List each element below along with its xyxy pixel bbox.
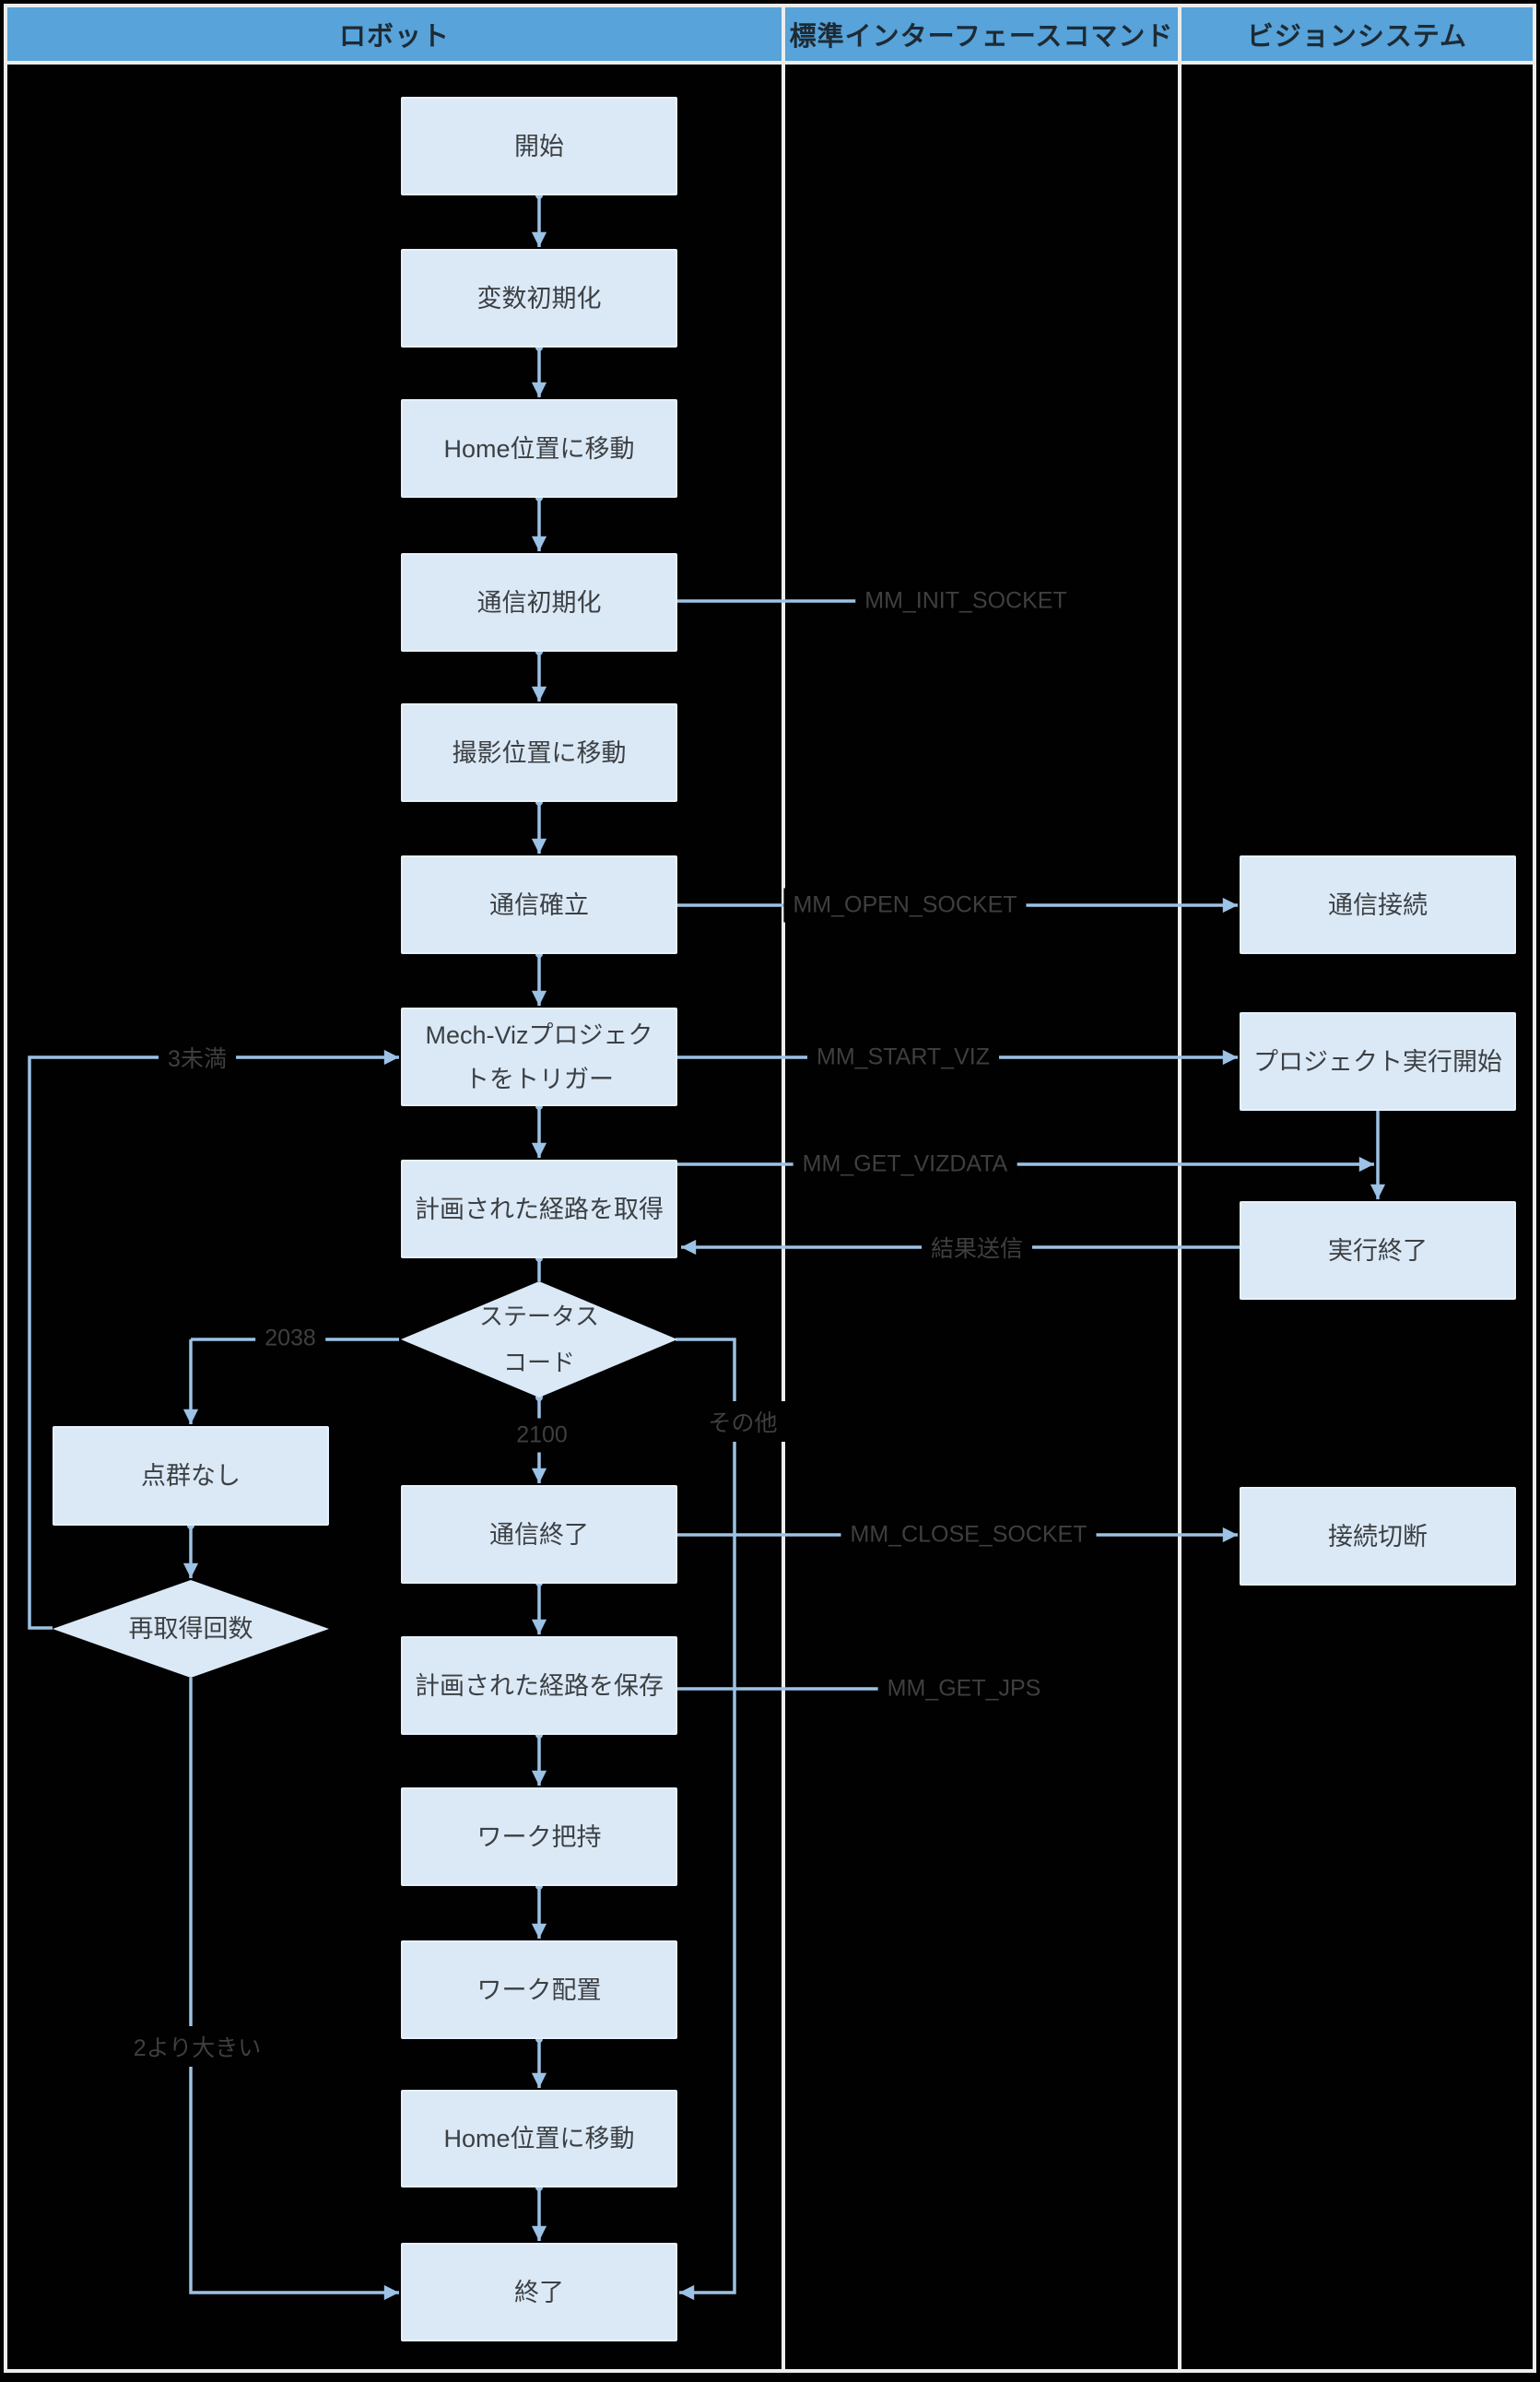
node-start-label: 開始 (514, 132, 564, 160)
frame-top (4, 4, 1536, 7)
node-vision-disconnect-label: 接続切断 (1328, 1522, 1428, 1551)
lane-header-vision-system: ビジョンシステム (1181, 7, 1533, 61)
node-get-path: 計画された経路を取得 (401, 1160, 677, 1258)
command-init-socket: MM_INIT_SOCKET (855, 584, 1076, 619)
node-vision-disconnect: 接続切断 (1240, 1487, 1516, 1586)
node-get-path-label: 計画された経路を取得 (415, 1195, 664, 1223)
node-move-home-2: Home位置に移動 (401, 2090, 677, 2187)
node-vision-connect: 通信接続 (1240, 855, 1516, 954)
node-place-work: ワーク配置 (401, 1940, 677, 2039)
command-get-jps: MM_GET_JPS (877, 1671, 1051, 1706)
node-grasp-work: ワーク把持 (401, 1787, 677, 1886)
branch-label-other: その他 (699, 1401, 787, 1442)
command-close-socket: MM_CLOSE_SOCKET (841, 1517, 1097, 1552)
node-init-vars-label: 変数初期化 (476, 284, 602, 312)
branch-label-2038: 2038 (255, 1321, 325, 1356)
node-init-vars: 変数初期化 (401, 249, 677, 348)
node-move-home-2-label: Home位置に移動 (443, 2125, 635, 2152)
node-move-capture-label: 撮影位置に移動 (452, 738, 627, 767)
frame-right (1533, 4, 1536, 2373)
node-vision-connect-label: 通信接続 (1328, 890, 1428, 919)
command-open-socket: MM_OPEN_SOCKET (783, 888, 1027, 923)
node-init-comm: 通信初期化 (401, 553, 677, 652)
command-start-viz: MM_START_VIZ (807, 1040, 999, 1075)
edge-status-other-to-end (676, 1338, 736, 2301)
header-underline (4, 61, 1536, 65)
node-establish-comm-label: 通信確立 (489, 890, 589, 919)
node-save-path-label: 計画された経路を保存 (415, 1671, 664, 1700)
lane-header-interface-commands-label: 標準インターフェースコマンド (789, 22, 1174, 52)
edge-retry-to-end (189, 1678, 399, 2301)
node-close-comm-label: 通信終了 (489, 1520, 589, 1549)
node-establish-comm: 通信確立 (401, 855, 677, 954)
edge-retry-loop-back (28, 1049, 399, 1630)
node-vision-project-start-label: プロジェクト実行開始 (1253, 1047, 1502, 1076)
node-grasp-work-label: ワーク把持 (476, 1822, 602, 1851)
decision-retry-count-label: 再取得回数 (128, 1615, 253, 1643)
node-move-home-1: Home位置に移動 (401, 399, 677, 498)
node-trigger-viz: Mech-Vizプロジェク トをトリガー (401, 1008, 677, 1106)
lane-header-robot-label: ロボット (338, 22, 450, 52)
node-start: 開始 (401, 97, 677, 195)
node-vision-exec-end: 実行終了 (1240, 1201, 1516, 1300)
node-close-comm: 通信終了 (401, 1485, 677, 1584)
lane-header-robot: ロボット (7, 7, 782, 61)
branch-label-greater-than-2: 2より大きい (123, 2026, 271, 2067)
command-get-vizdata: MM_GET_VIZDATA (793, 1147, 1017, 1182)
node-end-label: 終了 (514, 2278, 564, 2306)
lane-header-vision-system-label: ビジョンシステム (1246, 22, 1468, 52)
frame-bottom (4, 2369, 1536, 2373)
node-vision-exec-end-label: 実行終了 (1328, 1236, 1428, 1265)
column-separator-1 (782, 4, 785, 2369)
node-trigger-viz-line1: Mech-Vizプロジェク (425, 1020, 653, 1049)
label-send-result: 結果送信 (921, 1227, 1033, 1268)
branch-label-2100: 2100 (507, 1418, 577, 1453)
node-init-comm-label: 通信初期化 (476, 588, 602, 617)
decision-status-code-line1: ステータス (478, 1303, 599, 1330)
node-move-capture: 撮影位置に移動 (401, 703, 677, 802)
node-move-home-1-label: Home位置に移動 (443, 434, 635, 463)
node-no-point-cloud: 点群なし (53, 1426, 329, 1526)
decision-status-code-line2: コード (502, 1349, 575, 1376)
column-separator-2 (1178, 4, 1181, 2369)
frame-left (4, 4, 7, 2373)
lane-header-interface-commands: 標準インターフェースコマンド (785, 7, 1178, 61)
node-end: 終了 (401, 2243, 677, 2341)
node-save-path: 計画された経路を保存 (401, 1636, 677, 1735)
branch-label-less-than-3: 3未満 (159, 1037, 236, 1078)
node-vision-project-start: プロジェクト実行開始 (1240, 1012, 1516, 1111)
node-trigger-viz-line2: トをトリガー (464, 1065, 614, 1093)
node-place-work-label: ワーク配置 (476, 1975, 602, 2004)
node-no-point-cloud-label: 点群なし (141, 1462, 241, 1490)
